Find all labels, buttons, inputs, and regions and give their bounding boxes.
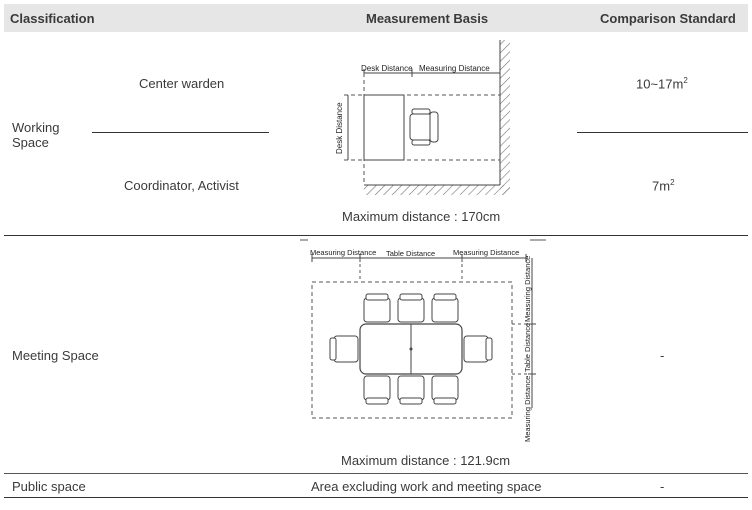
- working-space-label: Working Space: [12, 120, 59, 150]
- desk-distance-text: Desk Distance: [361, 64, 413, 73]
- sub-divider-right: [577, 132, 748, 133]
- table-distance-text: Table Distance: [386, 249, 435, 258]
- meeting-space-diagram: Measuring Distance Table Distance Measur…: [300, 239, 546, 442]
- measuring-distance-left-text: Measuring Distance: [310, 248, 376, 257]
- chair-shape: [409, 108, 439, 146]
- row-divider-working: [4, 235, 748, 236]
- table-bottom-border: [4, 497, 748, 498]
- chair-bottom-3: [431, 375, 459, 405]
- working-space-label-line2: Space: [12, 135, 49, 150]
- v-measuring-top-text: Measuring Distance: [523, 256, 532, 322]
- header-classification: Classification: [10, 11, 95, 26]
- header-measurement-basis: Measurement Basis: [366, 11, 489, 26]
- wall-bottom: [364, 185, 510, 195]
- coordinator-standard-value: 7m: [652, 178, 671, 194]
- desk-shape: [363, 94, 405, 161]
- coordinator-standard-sup: 2: [670, 178, 675, 187]
- measuring-distance-text: Measuring Distance: [419, 64, 490, 73]
- center-warden-label: Center warden: [139, 76, 225, 91]
- public-space-basis: Area excluding work and meeting space: [311, 479, 542, 494]
- chair-bottom-1: [363, 375, 391, 405]
- chair-right: [463, 335, 493, 363]
- working-max-distance-caption: Maximum distance : 170cm: [342, 209, 501, 224]
- header-comparison-standard: Comparison Standard: [600, 11, 736, 26]
- meeting-area-outline: [311, 281, 513, 419]
- table-header: [4, 4, 748, 32]
- coordinator-activist-label: Coordinator, Activist: [124, 178, 239, 193]
- row-divider-meeting: [4, 473, 748, 474]
- public-space-label: Public space: [12, 479, 86, 494]
- desk-distance-vertical-text: Desk Distance: [335, 102, 344, 154]
- center-warden-standard-sup: 2: [683, 76, 688, 85]
- coordinator-standard: 7m2: [652, 178, 675, 193]
- chair-bottom-2: [397, 375, 425, 405]
- meeting-space-label: Meeting Space: [12, 348, 99, 363]
- v-table-text: Table Distance: [523, 323, 532, 372]
- v-measuring-bottom-text: Measuring Distance: [523, 376, 532, 442]
- meeting-max-distance-caption: Maximum distance : 121.9cm: [341, 453, 511, 468]
- chair-top-3: [431, 293, 459, 323]
- meeting-table: [359, 323, 463, 375]
- working-space-diagram: Desk Distance Measuring Distance Desk Di…: [335, 40, 510, 195]
- chair-top-1: [363, 293, 391, 323]
- meeting-standard: -: [660, 348, 665, 363]
- chair-top-2: [397, 293, 425, 323]
- public-standard: -: [660, 479, 665, 494]
- measuring-distance-right-text: Measuring Distance: [453, 248, 519, 257]
- center-warden-standard-value: 10~17m: [636, 76, 684, 92]
- wall-right: [500, 40, 510, 195]
- working-space-label-line1: Working: [12, 120, 60, 135]
- chair-left: [329, 335, 359, 363]
- sub-divider-left: [92, 132, 269, 133]
- center-warden-standard: 10~17m2: [636, 76, 688, 91]
